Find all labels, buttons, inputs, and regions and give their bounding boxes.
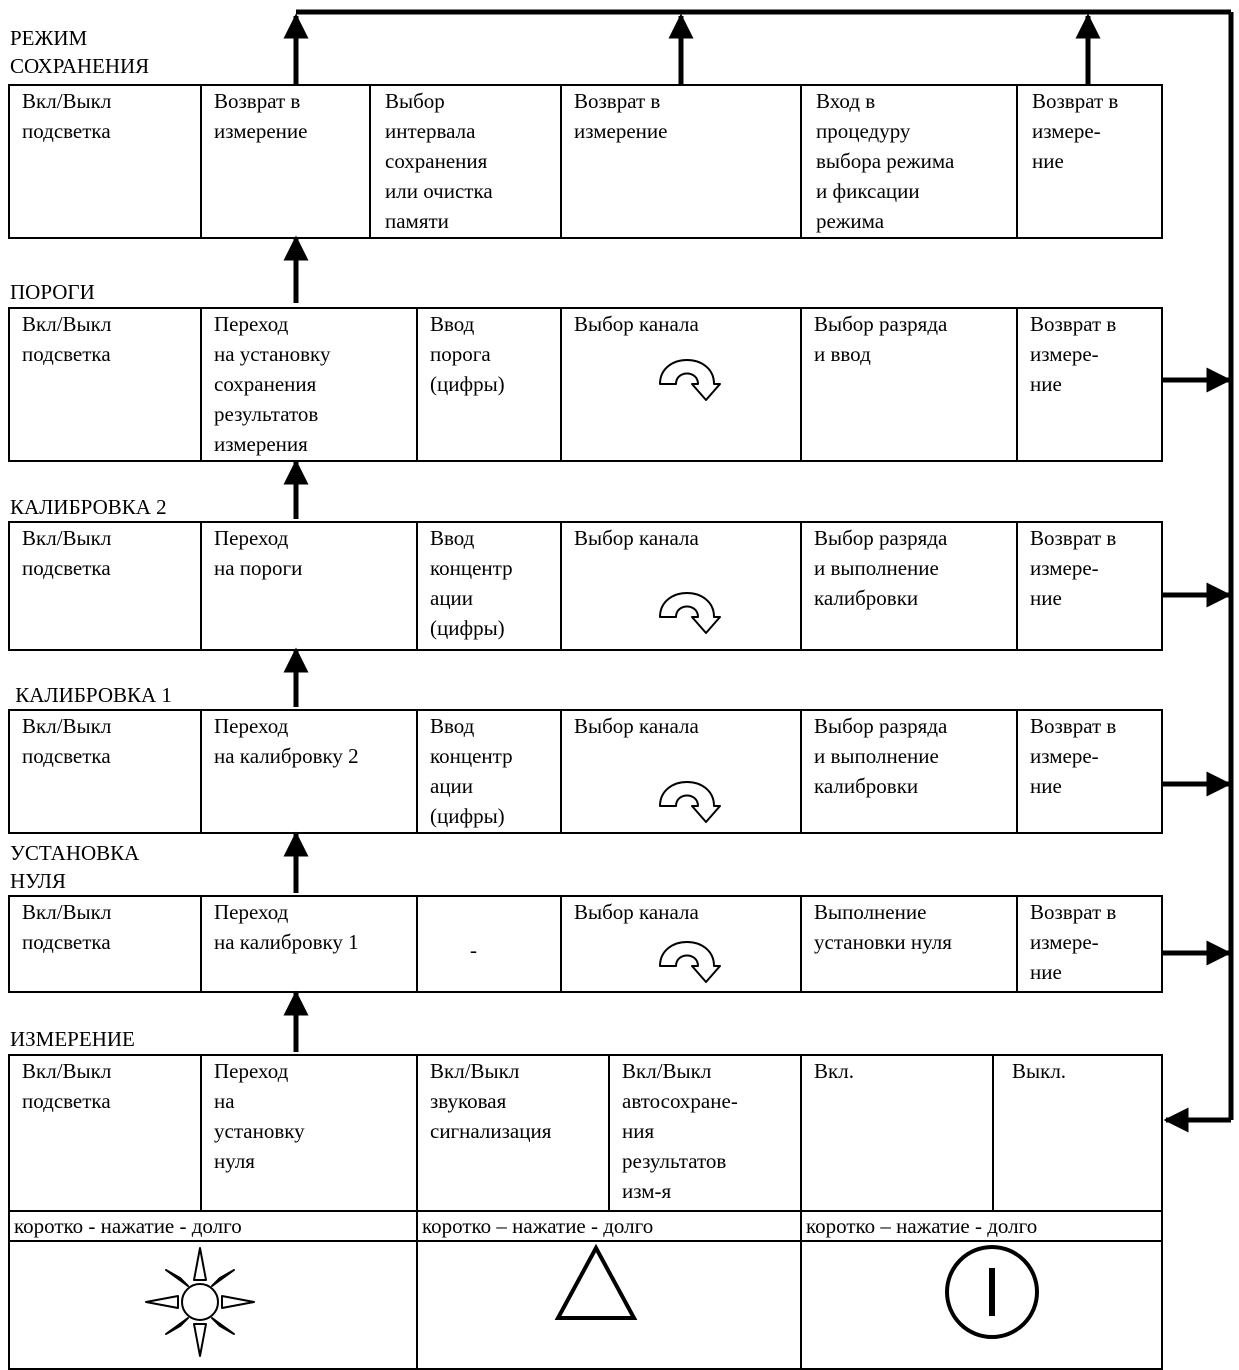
title-storage: РЕЖИМ СОХРАНЕНИЯ	[10, 26, 150, 78]
thresholds-cell-2: Переход на установку сохранения результа…	[200, 307, 418, 462]
calibration1-cell-3: Ввод концентр ации (цифры)	[416, 709, 562, 834]
rotate-arrow-icon	[659, 592, 721, 634]
title-thresholds: ПОРОГИ	[10, 280, 95, 304]
zero-cell-1: Вкл/Выкл подсветка	[8, 895, 202, 993]
title-calibration1: КАЛИБРОВКА 1	[10, 683, 172, 707]
calibration1-cell-6: Возврат в измере- ние	[1016, 709, 1163, 834]
calibration2-cell-1: Вкл/Выкл подсветка	[8, 521, 202, 651]
zero-cell-6: Возврат в измере- ние	[1016, 895, 1163, 993]
rotate-arrow-icon	[659, 781, 721, 823]
sun-icon	[145, 1247, 255, 1357]
storage-cell-3: Выбор интервала сохранения или очистка п…	[369, 84, 562, 239]
calibration1-cell-2: Переход на калибровку 2	[200, 709, 418, 834]
storage-cell-5: Вход в процедуру выбора режима и фиксаци…	[800, 84, 1018, 239]
zero-cell-3-dash: -	[470, 938, 477, 962]
storage-cell-6: Возврат в измере- ние	[1016, 84, 1163, 239]
thresholds-cell-3: Ввод порога (цифры)	[416, 307, 562, 462]
power-icon	[945, 1245, 1039, 1339]
calibration2-cell-3: Ввод концентр ации (цифры)	[416, 521, 562, 651]
rotate-arrow-icon	[659, 359, 721, 401]
rotate-arrow-icon	[659, 941, 721, 983]
thresholds-cell-6: Возврат в измере- ние	[1016, 307, 1163, 462]
title-measurement: ИЗМЕРЕНИЕ	[10, 1027, 135, 1051]
zero-cell-4: Выбор канала	[560, 895, 802, 993]
triangle-icon	[554, 1243, 638, 1320]
title-zero: УСТАНОВКА НУЛЯ	[10, 841, 140, 893]
title-calibration2: КАЛИБРОВКА 2	[10, 495, 167, 519]
calibration2-cell-6: Возврат в измере- ние	[1016, 521, 1163, 651]
